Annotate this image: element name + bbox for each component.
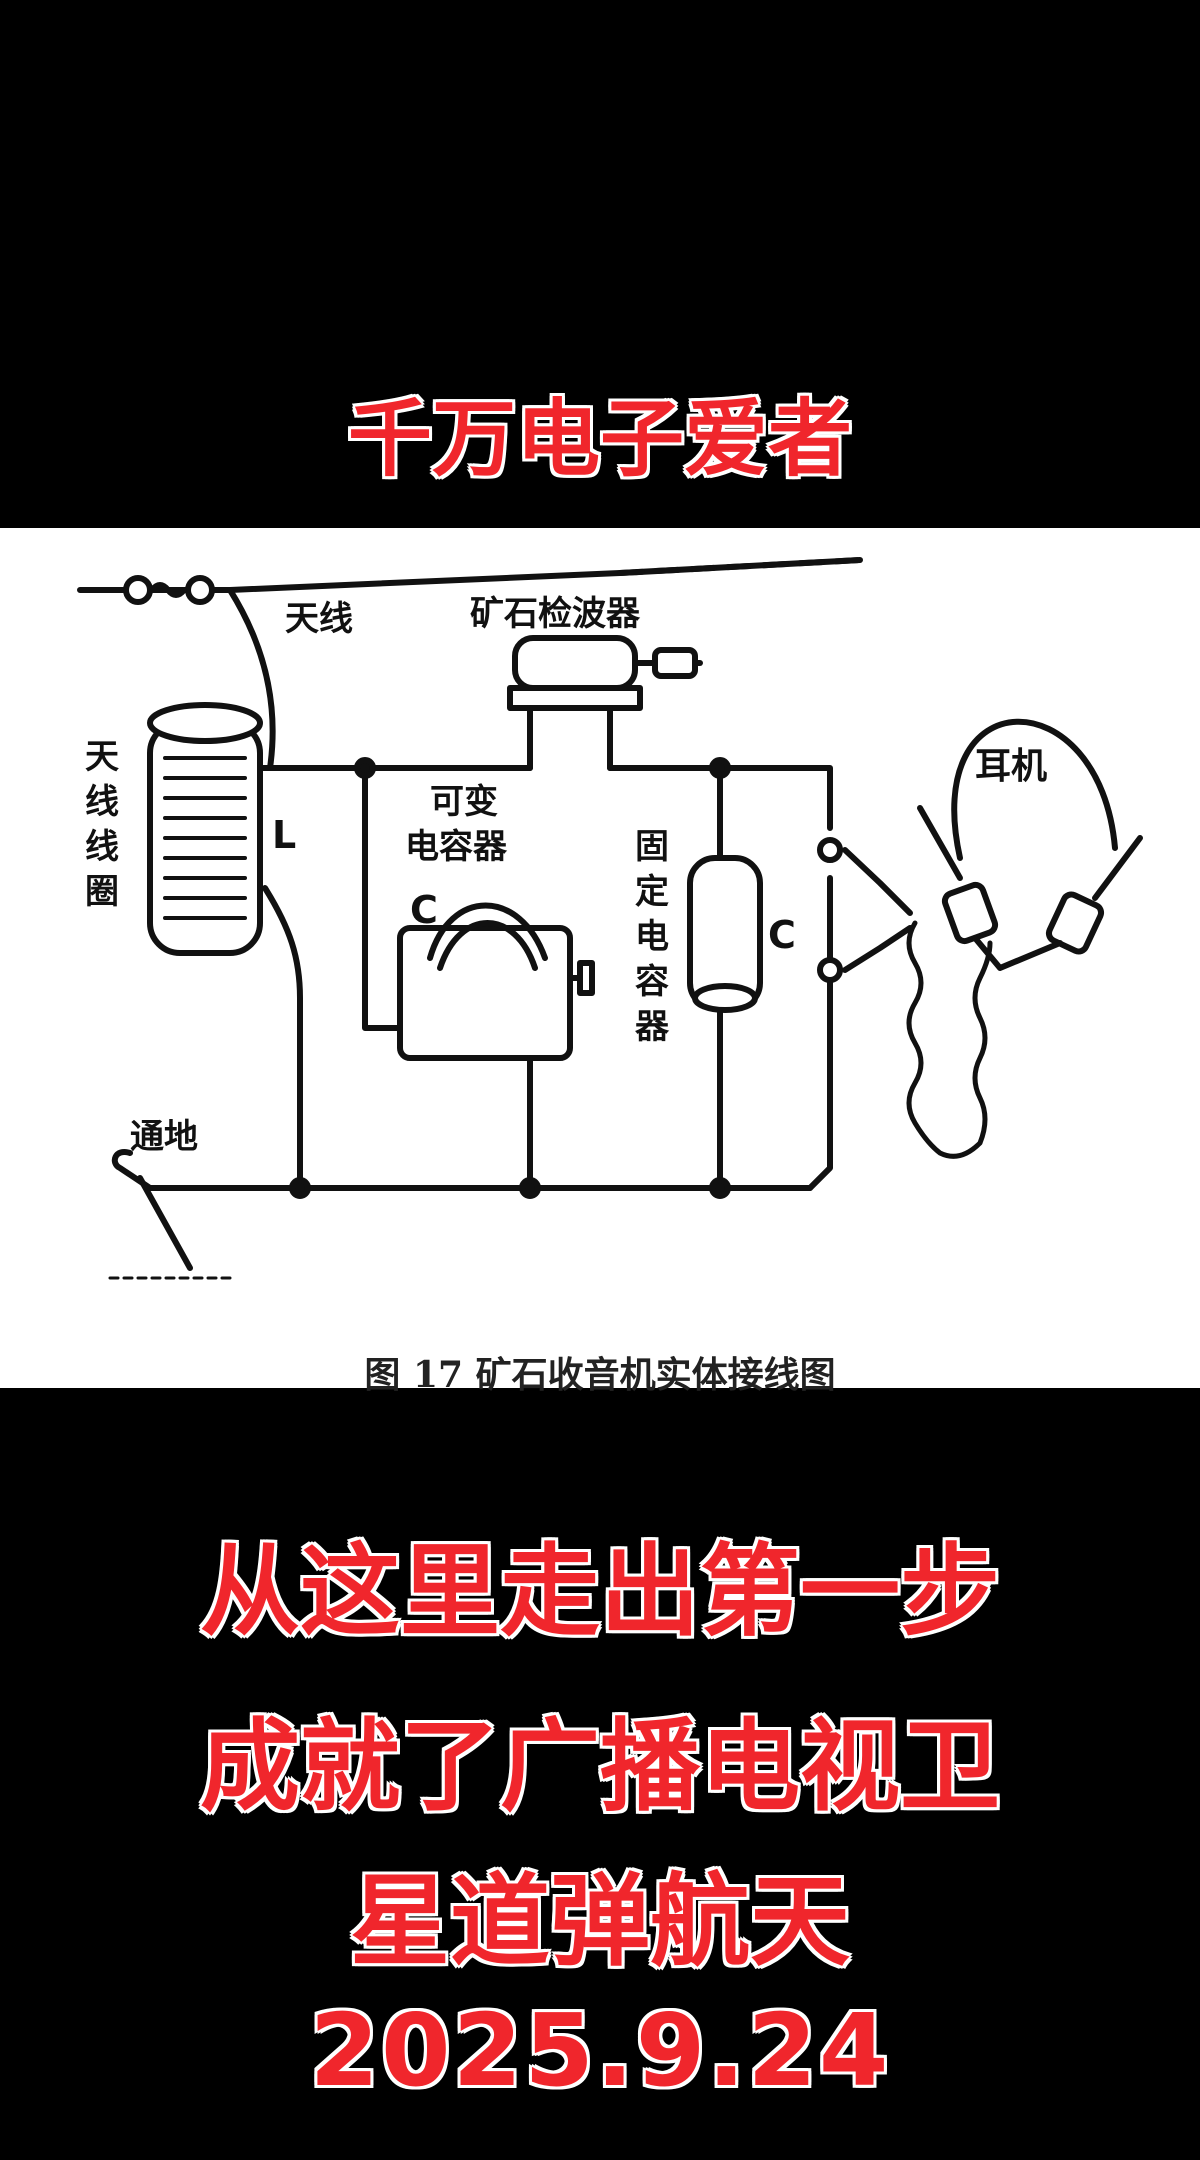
- inductor-label: L: [272, 813, 296, 857]
- variable-capacitor-label-2: 电容器: [405, 827, 508, 867]
- crystal-radio-diagram: 天线 矿石检波器 天 线 线 圈 L 可变 电容器 C 固 定 电 容 器 C …: [77, 557, 1143, 1280]
- detector-label: 矿石检波器: [470, 594, 641, 634]
- ground-label: 通地: [130, 1117, 198, 1157]
- fixed-capacitor-label-2: 定: [635, 872, 669, 912]
- earphone-cord: [906, 920, 993, 1159]
- caption-line-1: 从这里走出第一步: [200, 1533, 1000, 1650]
- variable-capacitor: [397, 925, 573, 1061]
- fixed-c-label: C: [768, 913, 796, 957]
- fixed-capacitor-label-5: 器: [635, 1007, 670, 1047]
- antenna-coil-label-4: 圈: [85, 872, 119, 912]
- figure-caption: 图 17 矿石收音机实体接线图: [364, 1354, 836, 1396]
- fixed-capacitor-label-1: 固: [635, 827, 669, 867]
- earphone-label: 耳机: [975, 746, 1047, 787]
- crystal-detector: [512, 635, 638, 691]
- antenna-insulator: [123, 575, 153, 605]
- earphone-right: [1045, 891, 1105, 955]
- fixed-capacitor-label-4: 容: [635, 962, 669, 1002]
- variable-capacitor-label-1: 可变: [430, 782, 498, 822]
- ground-wire: [111, 1149, 153, 1191]
- fixed-capacitor-label-3: 电: [635, 917, 669, 957]
- antenna-coil-label-2: 线: [85, 782, 119, 822]
- antenna-coil-label-3: 线: [85, 827, 119, 867]
- earphone-left: [941, 881, 999, 945]
- caption-line-2: 成就了广播电视卫: [200, 1708, 1000, 1825]
- antenna-label: 天线: [285, 599, 353, 639]
- variable-c-label: C: [410, 888, 438, 932]
- earphone-band: [951, 718, 1118, 861]
- antenna-coil-label-1: 天: [85, 737, 119, 777]
- diagram-panel: 天线 矿石检波器 天 线 线 圈 L 可变 电容器 C 固 定 电 容 器 C …: [0, 528, 1200, 1396]
- caption-line-3: 星道弹航天: [350, 1863, 850, 1980]
- top-caption: 千万电子爱者: [347, 390, 852, 488]
- date-caption: 2025.9.24: [309, 1992, 891, 2109]
